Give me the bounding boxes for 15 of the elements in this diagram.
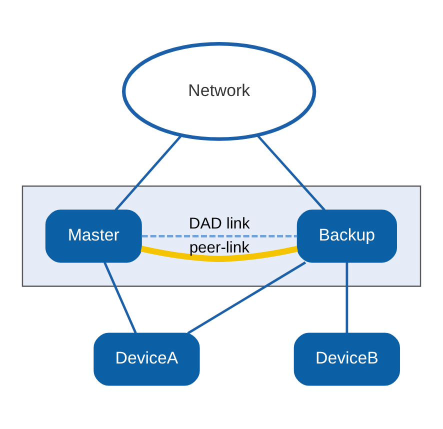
- node-box: Backup: [296, 210, 397, 263]
- connector: [346, 262, 348, 334]
- connector: [104, 262, 137, 334]
- node-box: DeviceA: [94, 332, 200, 386]
- connector: [256, 134, 326, 211]
- connector: [114, 134, 182, 211]
- connector: [187, 261, 306, 334]
- node-ellipse: Network: [122, 42, 316, 141]
- connector: [142, 235, 298, 238]
- node-box: DeviceB: [294, 332, 400, 386]
- cluster: [22, 186, 422, 287]
- edge-label: peer-link: [189, 239, 250, 256]
- edge-label: DAD link: [188, 215, 250, 232]
- connector: [140, 246, 298, 262]
- node-box: Master: [45, 210, 142, 263]
